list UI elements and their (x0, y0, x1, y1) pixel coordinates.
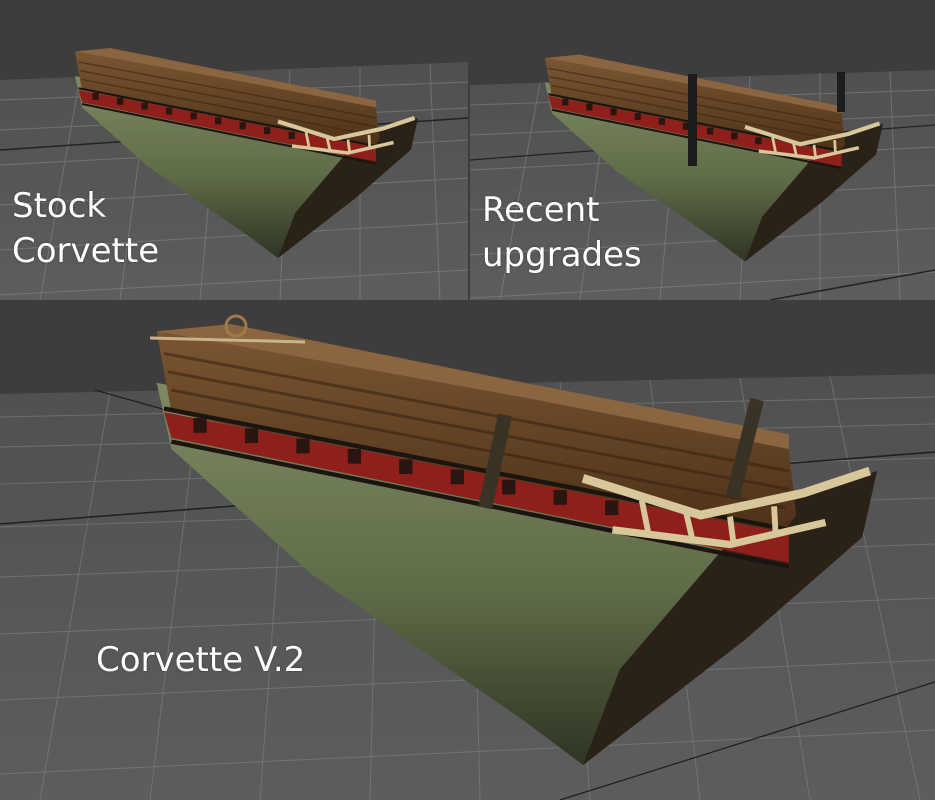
caption-line: Corvette V.2 (96, 640, 306, 680)
caption-upgrades: Recent upgrades (482, 188, 642, 278)
caption-line: Recent (482, 190, 600, 230)
viewport-floor-grid (470, 0, 935, 300)
render-panel-v2: Corvette V.2 (0, 302, 935, 800)
caption-stock: Stock Corvette (12, 184, 159, 274)
render-panel-stock: Stock Corvette (0, 0, 468, 300)
viewport-floor-grid (0, 0, 468, 300)
caption-line: upgrades (482, 235, 642, 275)
viewport-floor-grid (0, 302, 935, 800)
caption-line: Corvette (12, 231, 160, 271)
cathead-upgrades (688, 72, 845, 166)
caption-v2: Corvette V.2 (96, 638, 305, 683)
forecastle-details (149, 314, 764, 510)
caption-line: Stock (12, 186, 107, 226)
render-panel-upgrades: Recent upgrades (470, 0, 935, 300)
